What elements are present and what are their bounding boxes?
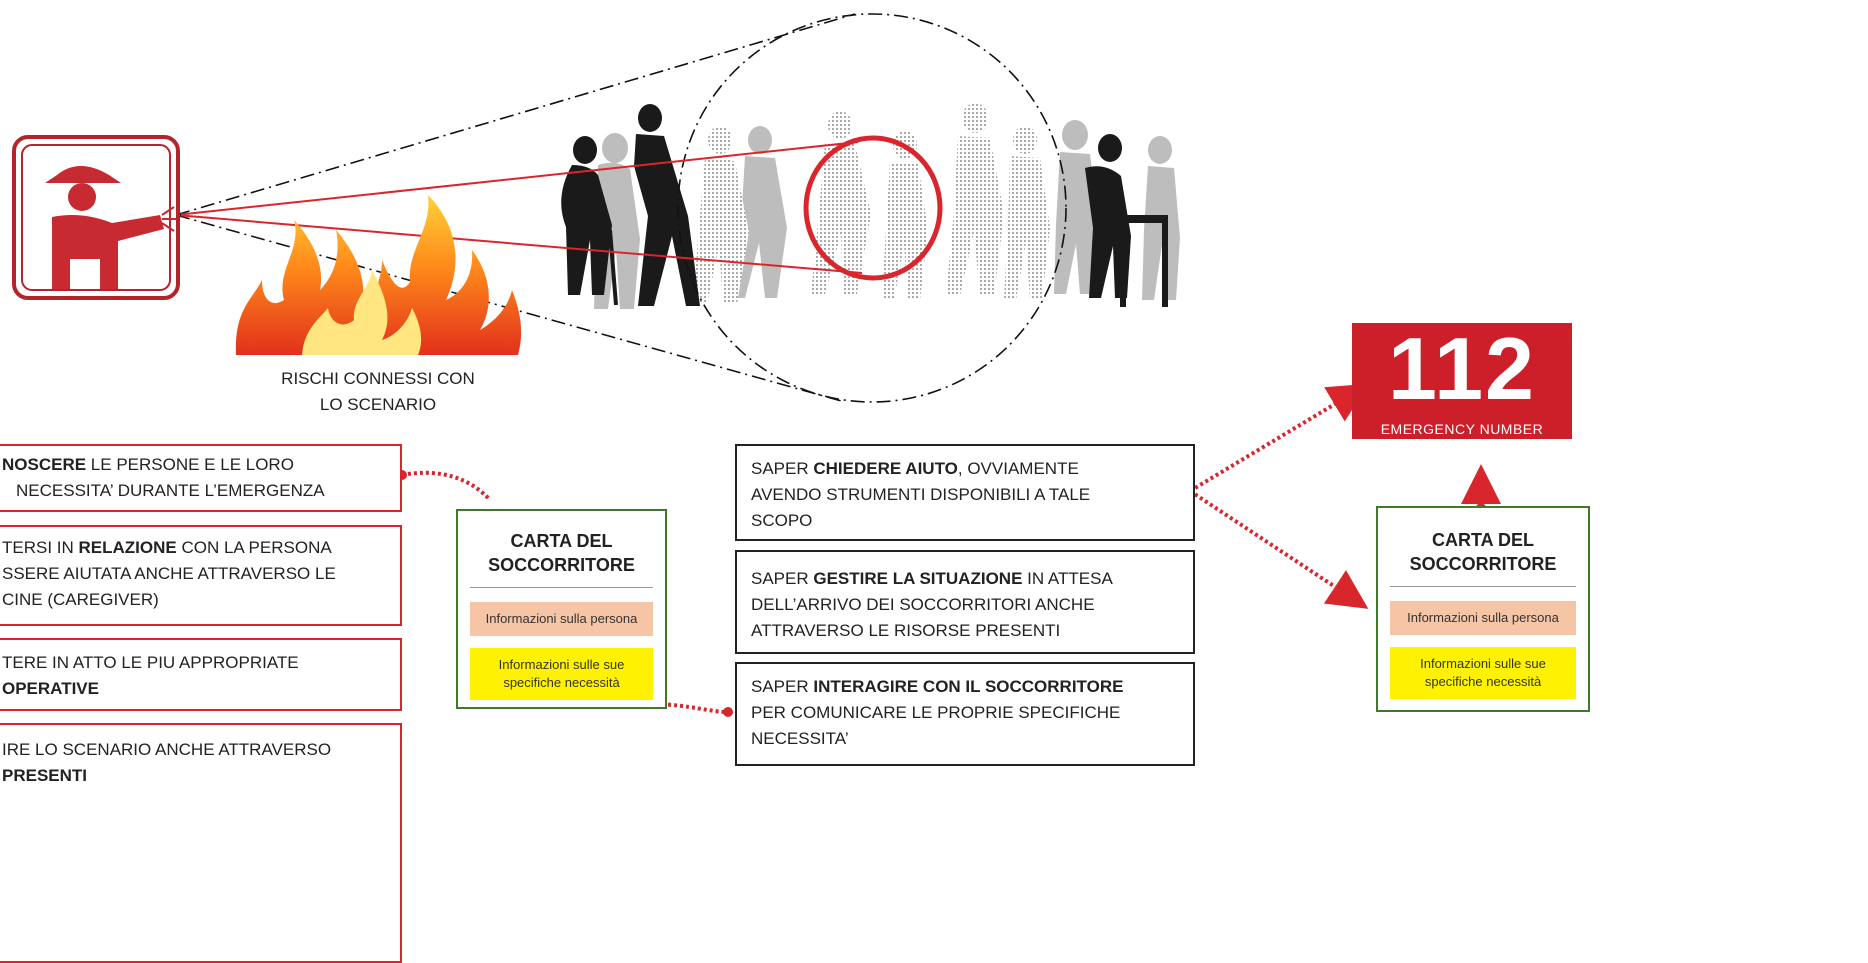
card-right-title-line1: CARTA DEL xyxy=(1432,530,1534,550)
center-box-chiedere-aiuto: SAPER CHIEDERE AIUTO, OVVIAMENTE AVENDO … xyxy=(735,444,1195,541)
scenario-caption: RISCHI CONNESSI CON LO SCENARIO xyxy=(240,366,516,418)
card-left-title-line2: SOCCORRITORE xyxy=(488,555,635,575)
diagram-lines xyxy=(171,13,1501,717)
card-left-info-necessita: Informazioni sulle sue specifiche necess… xyxy=(470,648,653,700)
center-box-2-after: IN ATTESA xyxy=(1022,569,1113,588)
emergency-number-badge: 112 EMERGENCY NUMBER xyxy=(1352,323,1572,439)
center-box-gestire: SAPER GESTIRE LA SITUAZIONE IN ATTESA DE… xyxy=(735,550,1195,654)
center-box-1-before: SAPER xyxy=(751,459,814,478)
emergency-number-label: EMERGENCY NUMBER xyxy=(1380,421,1544,437)
firefighter-icon xyxy=(12,135,180,300)
emergency-number: 112 xyxy=(1388,319,1536,418)
left-box-3-bold: OPERATIVE xyxy=(2,679,99,698)
carta-soccorritore-right: CARTA DEL SOCCORRITORE Informazioni sull… xyxy=(1376,506,1590,712)
card-right-title-line2: SOCCORRITORE xyxy=(1409,554,1557,574)
center-box-1-line3: SCOPO xyxy=(751,511,813,530)
center-box-2-line3: ATTRAVERSO LE RISORSE PRESENTI xyxy=(751,621,1061,640)
card-left-info-persona: Informazioni sulla persona xyxy=(470,602,653,636)
center-box-3-before: SAPER xyxy=(751,677,814,696)
center-box-2-line2: DELL’ARRIVO DEI SOCCORRITORI ANCHE xyxy=(751,595,1095,614)
scenario-caption-line2: LO SCENARIO xyxy=(319,395,437,414)
left-box-3-line1: TERE IN ATTO LE PIU APPROPRIATE xyxy=(2,653,299,672)
left-box-2-line3: CINE (CAREGIVER) xyxy=(2,590,159,609)
card-left-title-line1: CARTA DEL xyxy=(510,531,613,551)
left-box-1-text: LE PERSONE E LE LORO xyxy=(86,455,294,474)
card-right-info-persona: Informazioni sulla persona xyxy=(1390,601,1576,635)
center-box-1-line2: AVENDO STRUMENTI DISPONIBILI A TALE xyxy=(751,485,1091,504)
center-box-3-line2: PER COMUNICARE LE PROPRIE SPECIFICHE xyxy=(751,703,1121,722)
left-box-4-line1: IRE LO SCENARIO ANCHE ATTRAVERSO xyxy=(2,740,332,759)
center-box-3-line3: NECESSITA’ xyxy=(751,729,849,748)
carta-soccorritore-left: CARTA DEL SOCCORRITORE Informazioni sull… xyxy=(456,509,667,709)
left-box-2-line2: SSERE AIUTATA ANCHE ATTRAVERSO LE xyxy=(2,564,336,583)
card-right-title: CARTA DEL SOCCORRITORE xyxy=(1378,528,1588,576)
center-box-2-before: SAPER xyxy=(751,569,814,588)
card-right-divider xyxy=(1390,586,1576,587)
crowd-illustration xyxy=(561,103,1180,309)
card-right-info-necessita: Informazioni sulle sue specifiche necess… xyxy=(1390,647,1576,699)
card-left-divider xyxy=(470,587,653,588)
left-box-1-line2: NECESSITA’ DURANTE L’EMERGENZA xyxy=(16,481,325,500)
left-box-2-before: TERSI IN xyxy=(2,538,79,557)
left-box-relazione: TERSI IN RELAZIONE CON LA PERSONA SSERE … xyxy=(0,525,402,626)
center-box-1-bold: CHIEDERE AIUTO xyxy=(813,459,958,478)
scenario-caption-line1: RISCHI CONNESSI CON xyxy=(281,369,475,388)
left-box-4-bold: PRESENTI xyxy=(2,766,88,785)
center-box-3-bold: INTERAGIRE CON IL SOCCORRITORE xyxy=(813,677,1124,696)
left-box-operative: TERE IN ATTO LE PIU APPROPRIATE OPERATIV… xyxy=(0,638,402,711)
fire-illustration xyxy=(232,190,524,355)
left-box-1-bold: NOSCERE xyxy=(2,455,87,474)
center-box-1-after: , OVVIAMENTE xyxy=(957,459,1079,478)
left-box-2-after: CON LA PERSONA xyxy=(176,538,332,557)
left-box-scenario: IRE LO SCENARIO ANCHE ATTRAVERSO PRESENT… xyxy=(0,723,402,963)
center-box-2-bold: GESTIRE LA SITUAZIONE xyxy=(813,569,1023,588)
left-box-riconoscere: NOSCERE LE PERSONE E LE LORO NECESSITA’ … xyxy=(0,444,402,512)
card-left-title: CARTA DEL SOCCORRITORE xyxy=(458,529,665,577)
left-box-2-bold: RELAZIONE xyxy=(78,538,177,557)
center-box-interagire: SAPER INTERAGIRE CON IL SOCCORRITORE PER… xyxy=(735,662,1195,766)
